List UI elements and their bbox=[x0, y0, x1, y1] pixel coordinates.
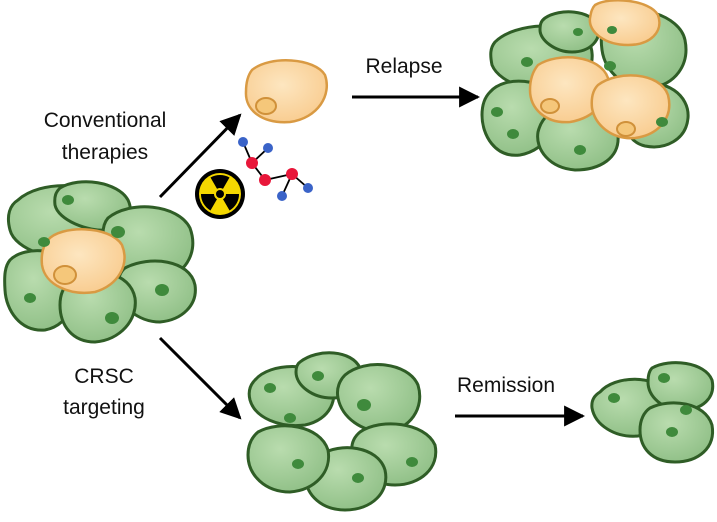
regrown-stem-cell bbox=[590, 74, 671, 140]
green-cancer-cell bbox=[538, 10, 601, 54]
ring-of-cancer-cells bbox=[246, 351, 438, 512]
cell-nucleus bbox=[62, 195, 74, 205]
cell-nucleus bbox=[24, 293, 36, 303]
stem-cell-nucleus bbox=[255, 97, 277, 115]
regrown-stem-cell bbox=[588, 0, 661, 47]
green-cancer-cell bbox=[336, 363, 422, 434]
stem-cell-nucleus bbox=[53, 265, 77, 285]
cancer-stem-cell bbox=[40, 228, 126, 295]
cell-nucleus bbox=[357, 399, 371, 411]
conventional-therapies-label-line1: Conventional bbox=[44, 109, 167, 132]
remission-cluster bbox=[590, 361, 715, 464]
cell-nucleus bbox=[406, 457, 418, 467]
cell-nucleus bbox=[155, 284, 169, 296]
cell-nucleus bbox=[680, 405, 692, 415]
cell-nucleus bbox=[521, 57, 533, 67]
stem-cell-nucleus bbox=[540, 98, 560, 114]
cell-nucleus bbox=[658, 373, 670, 383]
cell-nucleus bbox=[284, 413, 296, 423]
cell-nucleus bbox=[666, 427, 678, 437]
remission-label: Remission bbox=[457, 374, 555, 397]
radiation-icon bbox=[195, 169, 245, 219]
arrow-to-crsc-targeting bbox=[158, 336, 242, 420]
arrow-to-conventional bbox=[158, 113, 242, 199]
initial-tumor-cluster bbox=[3, 180, 197, 344]
cell-nucleus bbox=[573, 28, 583, 36]
relapse-tumor-cluster bbox=[480, 0, 690, 172]
chemotherapy-molecule-icon bbox=[238, 137, 313, 201]
cell-nucleus bbox=[292, 459, 304, 469]
cell-nucleus bbox=[38, 237, 50, 247]
cell-nucleus bbox=[607, 26, 617, 34]
relapse-label: Relapse bbox=[365, 55, 442, 78]
cell-nucleus bbox=[608, 393, 620, 403]
crsc-targeting-label-line1: CRSC bbox=[74, 365, 134, 388]
green-cancer-cell bbox=[246, 424, 331, 494]
cell-nucleus bbox=[604, 61, 616, 71]
cell-nucleus bbox=[312, 371, 324, 381]
conventional-therapies-label-line2: therapies bbox=[62, 141, 148, 164]
cell-nucleus bbox=[352, 473, 364, 483]
cell-nucleus bbox=[111, 226, 125, 238]
cell-nucleus bbox=[507, 129, 519, 139]
crsc-targeting-label-line2: targeting bbox=[63, 396, 145, 419]
cell-nucleus bbox=[656, 117, 668, 127]
cell-nucleus bbox=[574, 145, 586, 155]
stem-cell-nucleus bbox=[616, 121, 636, 137]
cell-nucleus bbox=[105, 312, 119, 324]
cell-nucleus bbox=[264, 383, 276, 393]
surviving-stem-cell bbox=[244, 59, 328, 124]
cell-nucleus bbox=[491, 107, 503, 117]
